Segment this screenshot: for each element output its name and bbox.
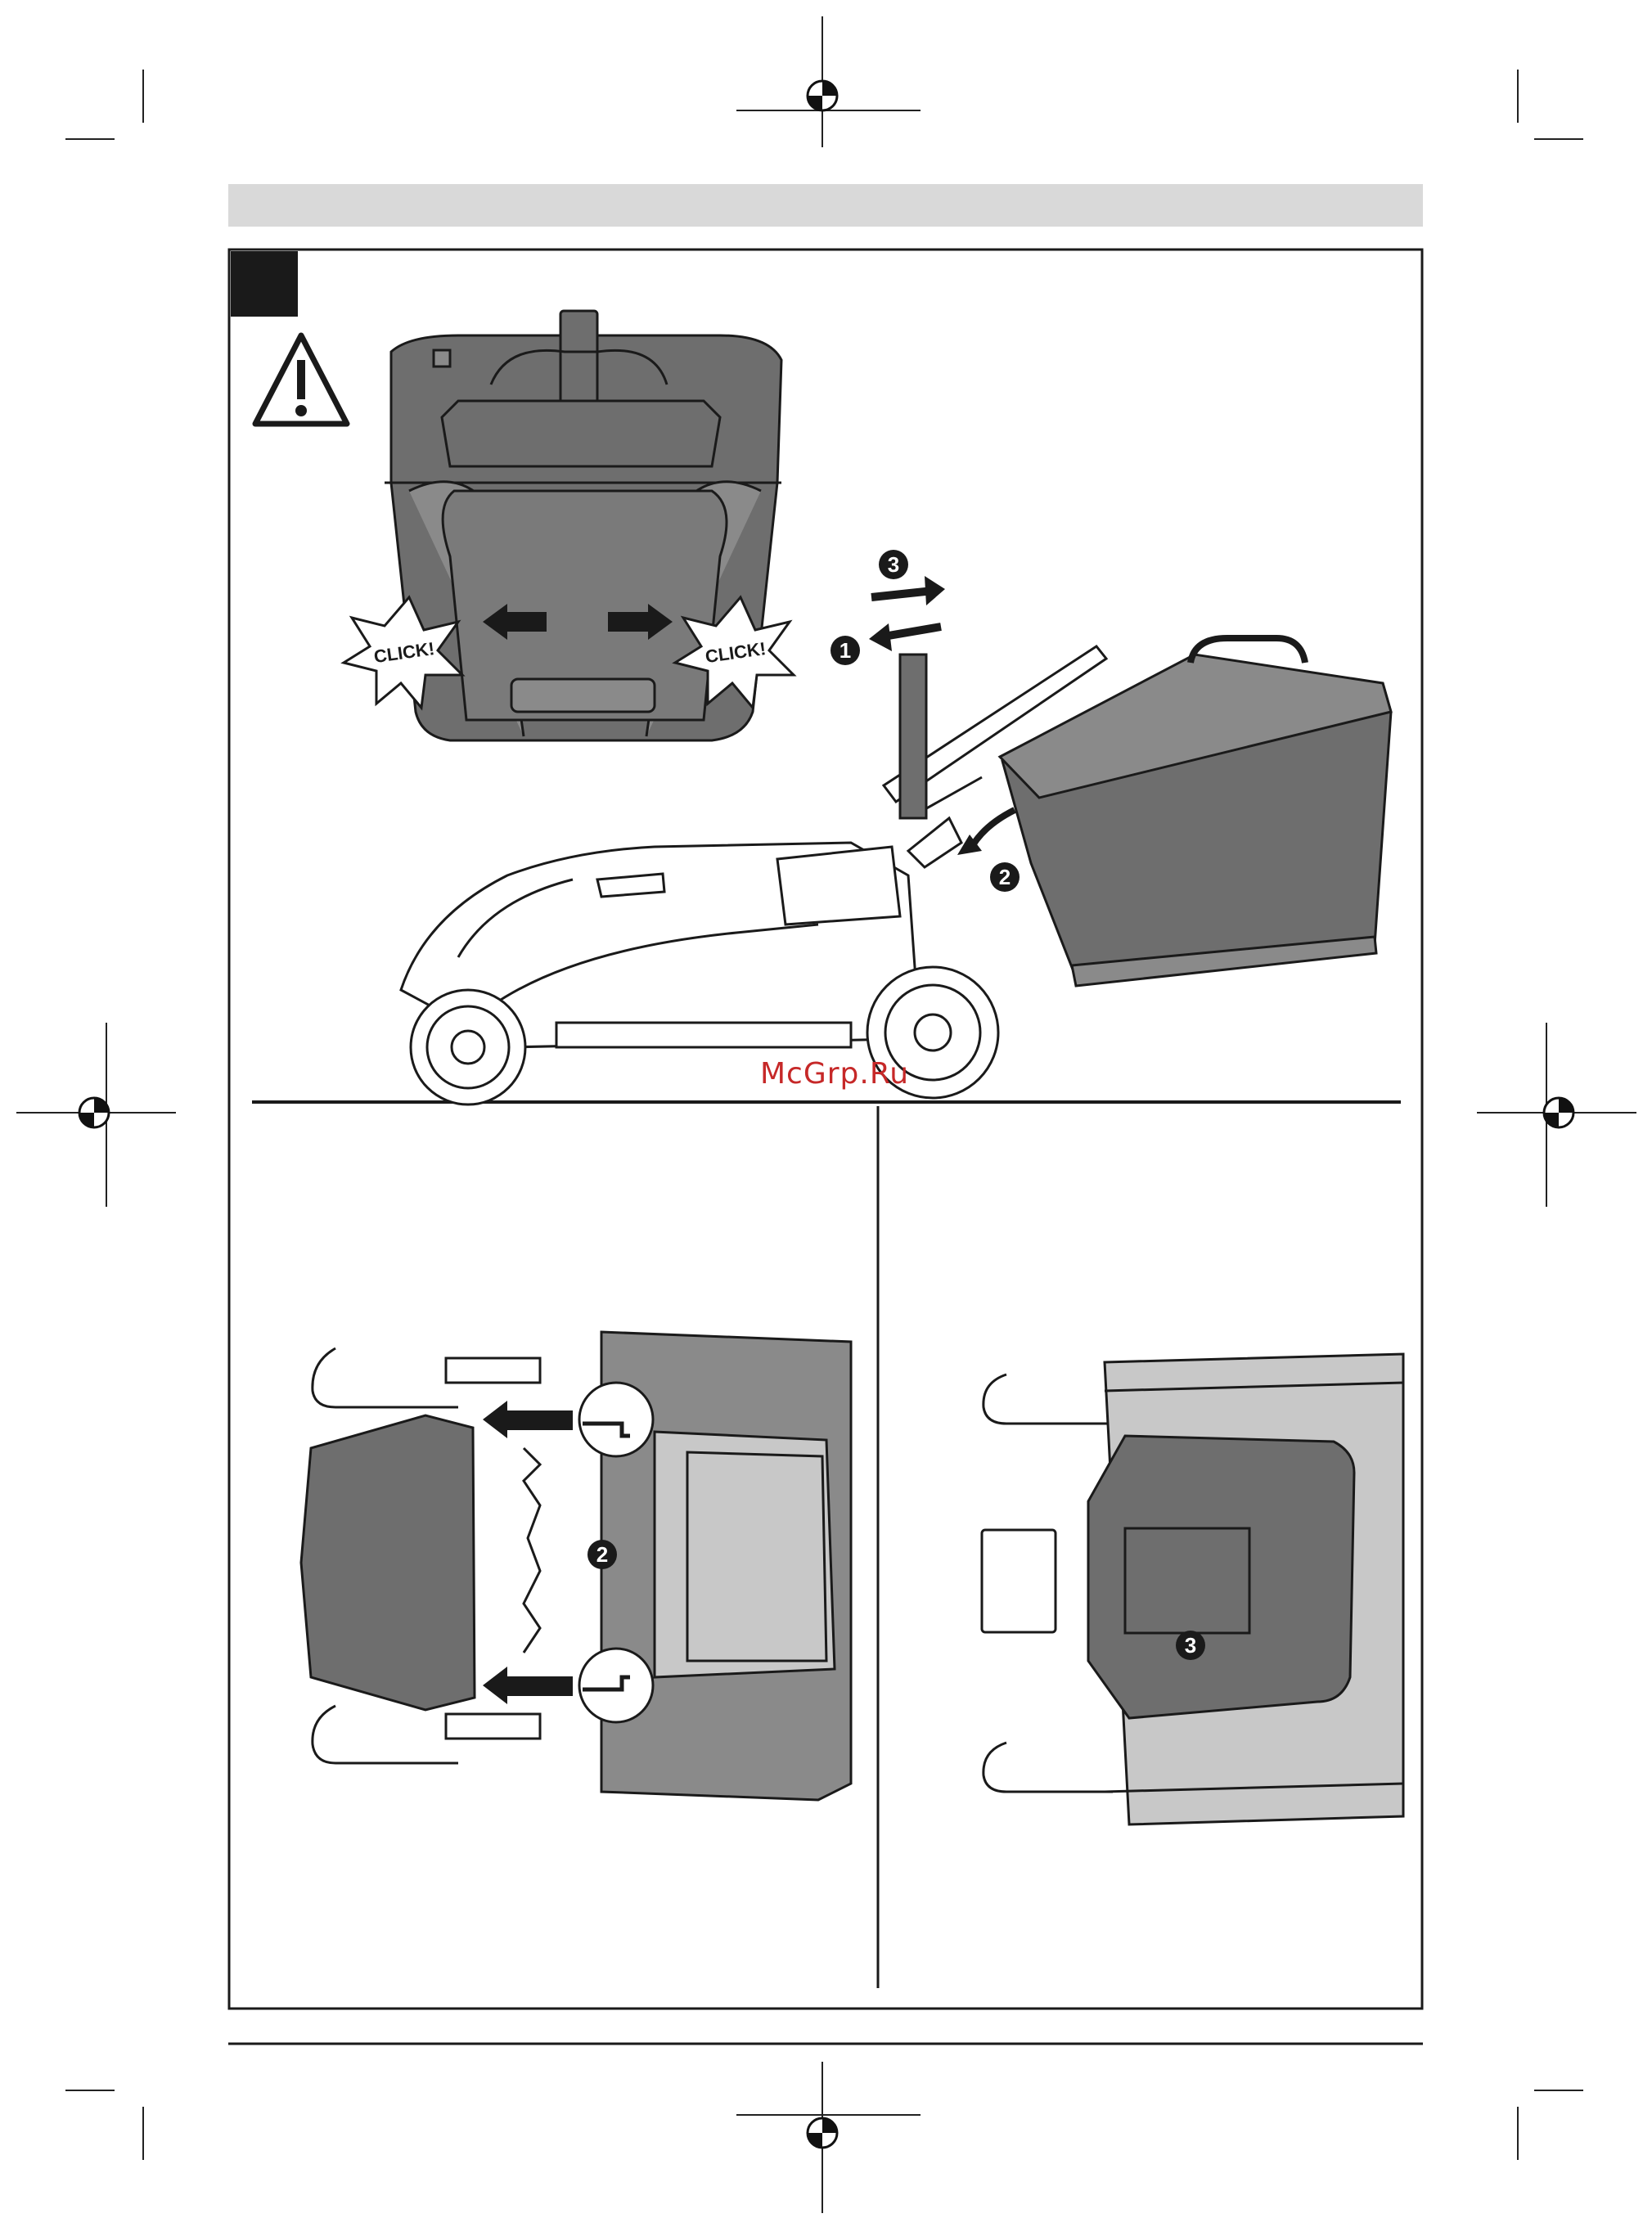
step-badge-1-top: 1 (831, 636, 860, 665)
detail-circle-upper (579, 1383, 653, 1456)
warning-triangle-icon (255, 335, 347, 424)
arrow-left-upper (483, 1401, 573, 1438)
arrow-insert-bag (957, 810, 1015, 855)
header-bar (228, 184, 1423, 227)
bottom-left-illustration (301, 1332, 851, 1800)
step-badge-2-bottom: 2 (587, 1540, 617, 1569)
bottom-right-illustration (982, 1354, 1403, 1824)
step-badge-3-top: 3 (879, 550, 908, 579)
detail-circle-lower (579, 1649, 653, 1722)
registration-target-top (808, 81, 837, 110)
registration-target-bottom (808, 2118, 837, 2148)
arrow-left-lower (483, 1667, 573, 1704)
step-badge-3-bottom: 3 (1176, 1631, 1205, 1660)
svg-text:3: 3 (888, 552, 899, 577)
registration-target-right (1544, 1098, 1573, 1127)
step-badge-2-top: 2 (990, 862, 1020, 892)
handle-bar-vertical (900, 655, 926, 818)
svg-text:2: 2 (999, 865, 1011, 889)
arrow-step-1 (869, 623, 941, 651)
watermark: McGrp.Ru (740, 1054, 929, 1095)
figure-label-box (231, 251, 298, 317)
svg-text:2: 2 (596, 1542, 608, 1567)
crop-marks (16, 16, 1636, 2213)
svg-text:1: 1 (840, 638, 851, 663)
arrow-step-3 (871, 576, 945, 605)
svg-text:3: 3 (1185, 1633, 1196, 1658)
registration-target-left (79, 1098, 109, 1127)
